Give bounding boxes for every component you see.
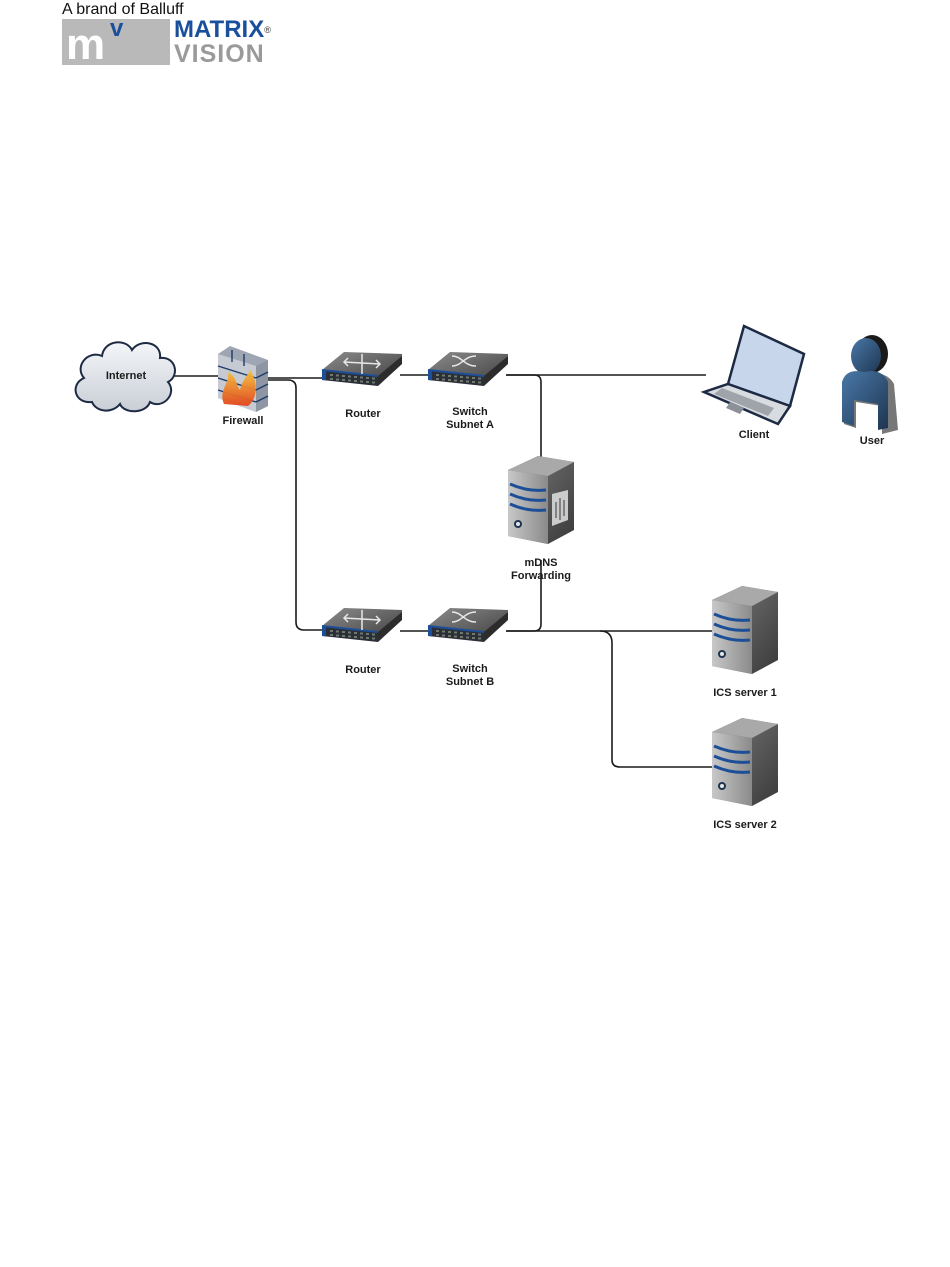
node-switch-b: Switch Subnet B: [428, 608, 508, 688]
router-icon: [322, 352, 402, 386]
label-internet: Internet: [106, 370, 147, 382]
node-ics-server-1: ICS server 1: [712, 586, 778, 699]
label-ics-server-1: ICS server 1: [713, 687, 777, 699]
node-mdns-forwarding: mDNS Forwarding: [508, 456, 574, 582]
label-router-b: Router: [345, 664, 381, 676]
node-router-a: Router: [322, 352, 402, 420]
node-internet: Internet: [76, 342, 175, 411]
label-ics-server-2: ICS server 2: [713, 819, 777, 831]
label-firewall: Firewall: [223, 415, 264, 427]
node-router-b: Router: [322, 608, 402, 676]
edge-switch-b-ics2: [600, 631, 714, 767]
laptop-icon: [704, 326, 804, 424]
edge-firewall-router-b: [268, 380, 326, 630]
edge-switch-a-mdns: [506, 375, 541, 460]
edge-mdns-switch-b: [506, 575, 541, 631]
node-switch-a: Switch Subnet A: [428, 352, 508, 431]
node-user: User: [842, 335, 898, 447]
label-switch-a-line2: Subnet A: [446, 419, 494, 431]
server-icon: [712, 718, 778, 806]
node-ics-server-2: ICS server 2: [712, 718, 778, 831]
router-icon: [322, 608, 402, 642]
label-switch-b-line2: Subnet B: [446, 676, 494, 688]
label-user: User: [860, 435, 885, 447]
switch-icon: [428, 608, 508, 642]
node-client: Client: [704, 326, 804, 441]
switch-icon: [428, 352, 508, 386]
label-mdns-line2: Forwarding: [511, 570, 571, 582]
server-icon: [712, 586, 778, 674]
user-icon: [842, 335, 898, 434]
label-switch-b-line1: Switch: [452, 663, 488, 675]
server-icon: [508, 456, 574, 544]
label-router-a: Router: [345, 408, 381, 420]
firewall-icon: [218, 346, 268, 412]
label-switch-a-line1: Switch: [452, 406, 488, 418]
label-mdns-line1: mDNS: [524, 557, 557, 569]
connection-lines: [173, 375, 714, 767]
node-firewall: Firewall: [218, 346, 268, 427]
label-client: Client: [739, 429, 770, 441]
